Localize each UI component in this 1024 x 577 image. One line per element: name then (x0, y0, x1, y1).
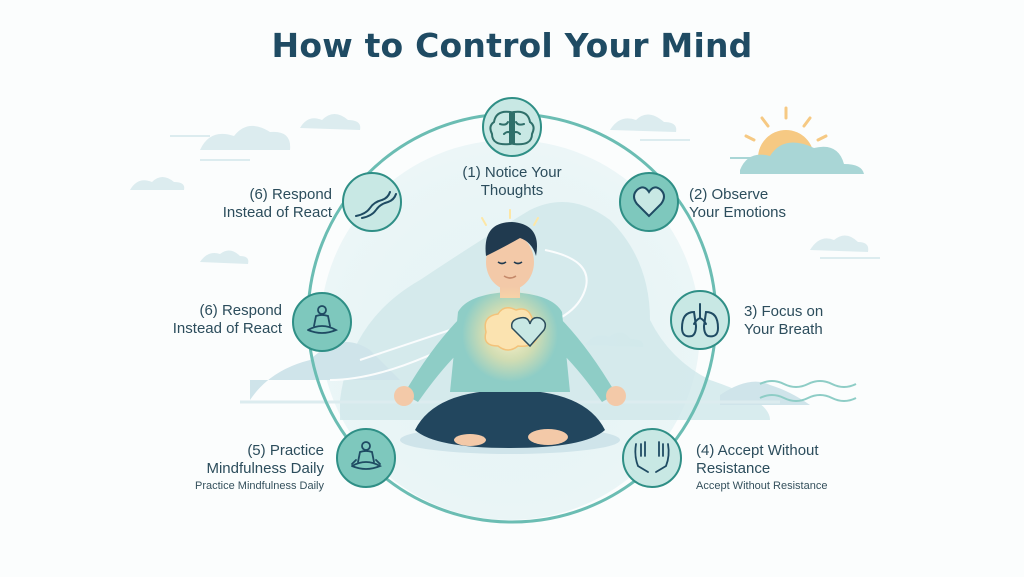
winding-road-icon (355, 191, 397, 219)
step-node-breath[interactable] (670, 290, 730, 350)
background-lines (170, 135, 880, 259)
brain-heart-glow (462, 209, 558, 382)
sun-icon (730, 106, 864, 174)
page-title: How to Control Your Mind (271, 26, 753, 65)
meditation-icon (351, 441, 383, 470)
step-node-accept[interactable] (622, 428, 682, 488)
lungs-icon (680, 303, 720, 338)
step-node-respond-mid[interactable] (292, 292, 352, 352)
step-node-notice[interactable] (482, 97, 542, 157)
meditation-icon (307, 305, 339, 334)
step-caption-accept: Accept Without Resistance (696, 480, 828, 492)
step-node-observe[interactable] (619, 172, 679, 232)
open-hands-icon (634, 441, 670, 473)
step-node-practice[interactable] (336, 428, 396, 488)
heart-icon (633, 186, 665, 218)
step-caption-practice: Practice Mindfulness Daily (195, 480, 324, 492)
water-waves (759, 380, 857, 402)
brain-icon (489, 110, 535, 146)
step-node-respond-top[interactable] (342, 172, 402, 232)
